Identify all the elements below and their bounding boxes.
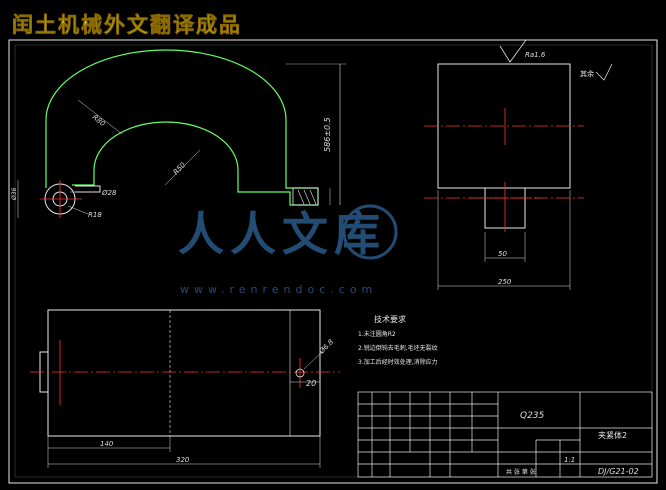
dim-boss-width: 50 — [498, 250, 507, 258]
hatch-3 — [309, 189, 317, 205]
leader-r-outer — [77, 99, 123, 135]
top-view: Ø6.8 20 140 320 — [30, 309, 340, 468]
dim-d36: Ø36 — [11, 187, 18, 201]
material: Q235 — [520, 411, 545, 421]
leader-r-inner — [164, 149, 201, 186]
watermark: 人人文库 www.renrendoc.com — [178, 204, 398, 296]
dim-total-width: 250 — [498, 278, 512, 286]
dim-r-outer: R80 — [91, 113, 107, 128]
sheet-info: 共 张 第 张 — [506, 468, 536, 476]
drawing-number: DJ/G21-02 — [598, 467, 639, 476]
dim-height: 586±0.5 — [323, 117, 332, 152]
title-block-frame — [357, 391, 653, 478]
scale: 1:1 — [564, 456, 575, 464]
front-view: 586±0.5 R80 R50 Ø28 R18 Ø36 — [11, 49, 346, 219]
tech-requirements: 技术要求 1.未注圆角R2 2.锐边倒钝去毛刺,毛坯无裂纹 3.加工后经时效处理… — [358, 314, 438, 366]
dim-boss: R18 — [88, 211, 102, 219]
watermark-logo-ring — [342, 204, 398, 260]
inner-border — [14, 44, 653, 478]
top-body — [47, 309, 321, 437]
title-block — [357, 391, 653, 478]
dim-r-inner: R50 — [172, 161, 188, 177]
dim-offset: 20 — [306, 379, 316, 388]
tech-req-item-2: 2.锐边倒钝去毛刺,毛坯无裂纹 — [358, 344, 438, 352]
drawing-frame — [8, 39, 658, 484]
hatch-1 — [297, 189, 305, 205]
dim-hole: Ø28 — [101, 189, 117, 197]
eye-arm — [75, 185, 101, 193]
tech-req-item-1: 1.未注圆角R2 — [358, 330, 396, 338]
leader-top-hole — [303, 351, 323, 370]
roughness-symbol — [499, 39, 552, 63]
slot-rect — [292, 187, 319, 206]
roughness-value: Ra1.6 — [525, 51, 546, 59]
hook-outline — [45, 49, 319, 206]
leader-boss — [67, 205, 89, 215]
watermark-url: www.renrendoc.com — [180, 283, 377, 296]
top-hole — [295, 368, 305, 378]
side-view: Ra1.6 其余 50 250 — [424, 39, 613, 290]
remainder-label: 其余 — [580, 69, 594, 78]
header-title: 闰土机械外文翻译成品 — [12, 13, 242, 37]
dim-length-total: 320 — [176, 456, 190, 464]
hatch-2 — [303, 189, 311, 205]
tech-req-title: 技术要求 — [374, 314, 406, 324]
part-name: 夹紧体2 — [598, 430, 627, 440]
watermark-text: 人人文库 — [178, 207, 386, 261]
remainder-symbol — [595, 63, 613, 81]
dim-length-a: 140 — [100, 440, 114, 448]
title-block-text: Q235 夹紧体2 1:1 共 张 第 张 DJ/G21-02 — [506, 411, 639, 476]
tech-req-item-3: 3.加工后经时效处理,消除应力 — [358, 358, 438, 366]
